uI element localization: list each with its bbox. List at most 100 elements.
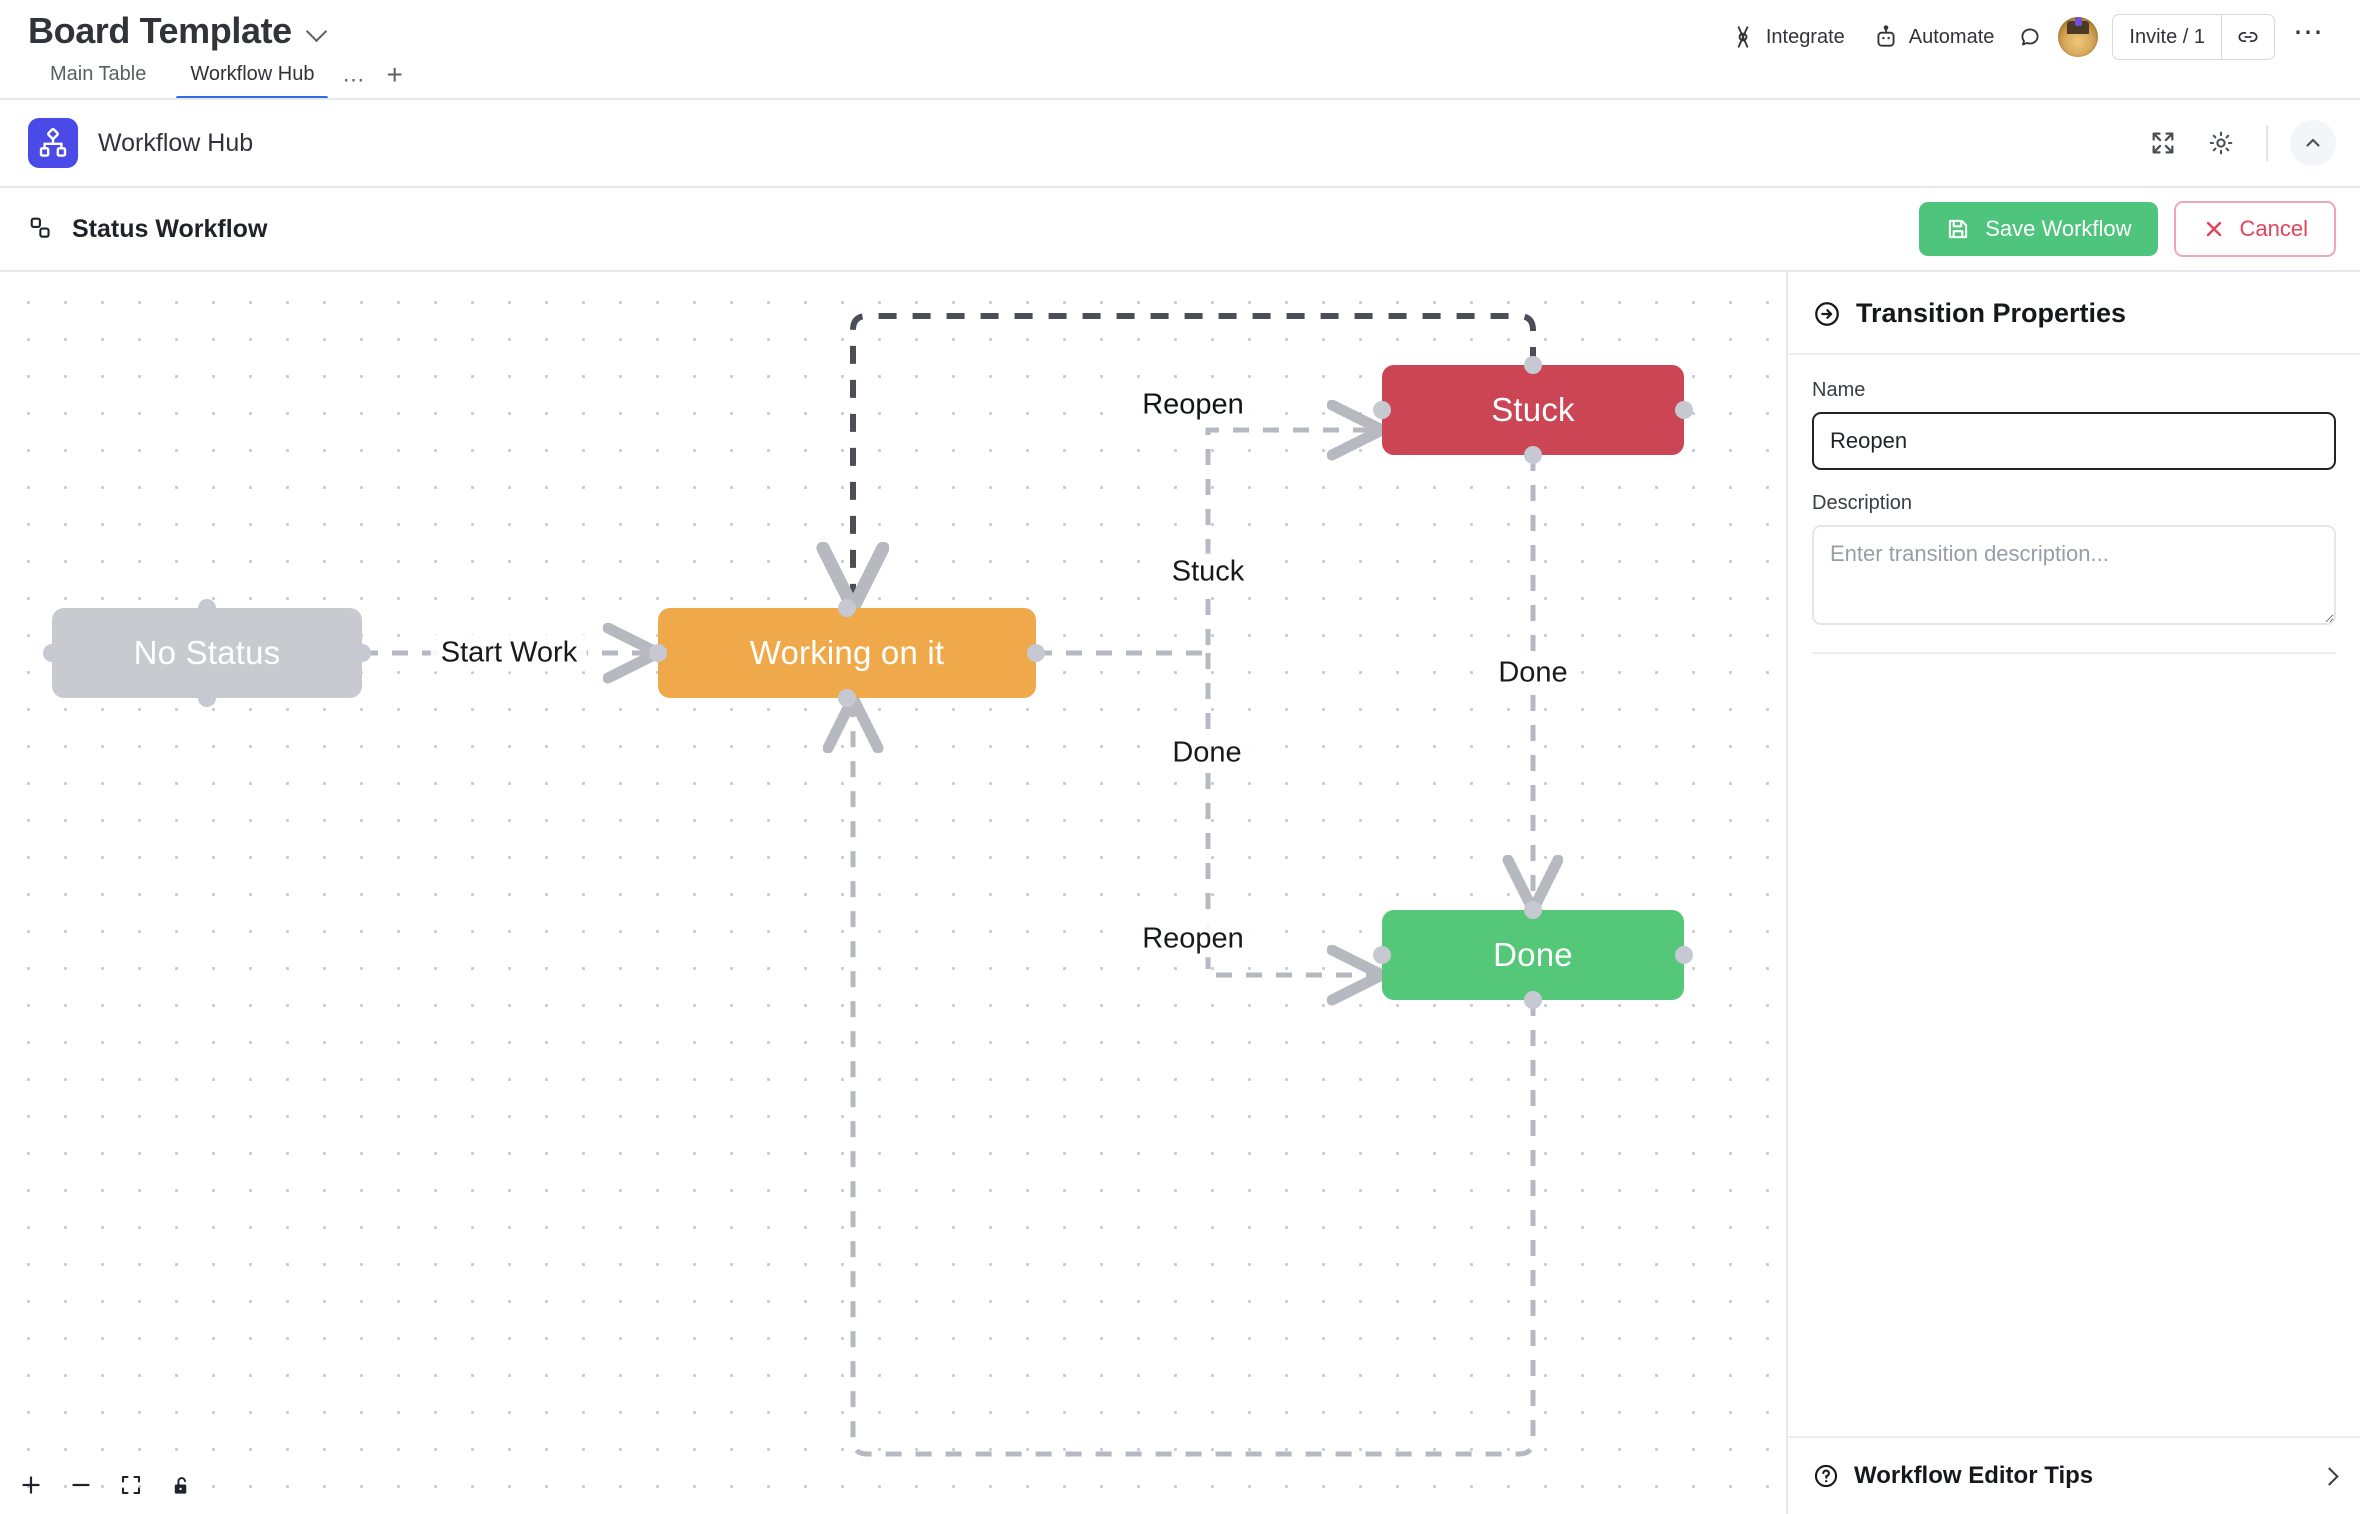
- workflow-hub-logo-icon: [28, 118, 78, 168]
- edge-label-start-work[interactable]: Start Work: [430, 634, 588, 672]
- edge-label-stuck[interactable]: Stuck: [1161, 553, 1255, 591]
- avatar[interactable]: [2058, 17, 2099, 57]
- edge-label-done[interactable]: Done: [1162, 734, 1252, 772]
- link-icon[interactable]: [2221, 15, 2274, 59]
- plus-icon: [22, 1476, 40, 1494]
- workflow-toolbar: Status Workflow Save Workflow Cancel: [0, 188, 2360, 272]
- node-label: No Status: [133, 634, 281, 671]
- handle-bottom[interactable]: [198, 689, 216, 707]
- fullscreen-expand-button[interactable]: [2140, 120, 2186, 166]
- zoom-out-button[interactable]: [60, 1464, 102, 1506]
- node-working-on-it[interactable]: Working on it: [649, 599, 1045, 707]
- app-bar: Workflow Hub: [0, 100, 2360, 188]
- edge-reopen-bottom[interactable]: [853, 698, 1536, 1457]
- node-stuck[interactable]: Stuck: [1373, 356, 1693, 464]
- panel-divider: [1812, 652, 2336, 654]
- workflow-toolbar-actions: Save Workflow Cancel: [1919, 201, 2336, 257]
- collapse-panel-button[interactable]: [2290, 120, 2336, 166]
- edge-stuck[interactable]: [1036, 430, 1382, 656]
- chevron-right-icon[interactable]: [2320, 1466, 2339, 1486]
- handle-top[interactable]: [1524, 901, 1542, 919]
- divider: [2266, 125, 2268, 161]
- description-field-group: Description: [1812, 492, 2336, 630]
- settings-button[interactable]: [2198, 120, 2244, 166]
- comment-bubble-icon: [2021, 28, 2039, 46]
- main-area: No Status Working on it Stuck Done: [0, 272, 2360, 1514]
- handle-bottom[interactable]: [838, 689, 856, 707]
- app-name: Workflow Hub: [98, 128, 254, 157]
- transition-description-input[interactable]: [1812, 525, 2336, 625]
- board-header: Board Template Integrate Automate: [0, 0, 2360, 100]
- close-x-icon: [2206, 221, 2221, 237]
- save-workflow-label: Save Workflow: [1985, 216, 2132, 241]
- fullscreen-expand-icon: [2152, 132, 2174, 154]
- handle-top[interactable]: [198, 599, 216, 617]
- gear-icon: [2209, 131, 2233, 155]
- comment-button[interactable]: [2008, 15, 2052, 59]
- save-workflow-button[interactable]: Save Workflow: [1919, 202, 2158, 256]
- panel-body: Name Description: [1788, 355, 2360, 1436]
- transition-name-input[interactable]: [1812, 412, 2336, 470]
- name-label: Name: [1812, 379, 1866, 401]
- node-no-status[interactable]: No Status: [43, 599, 371, 707]
- robot-icon: [1877, 25, 1895, 47]
- handle-right[interactable]: [1675, 946, 1693, 964]
- app-bar-actions: [2140, 120, 2336, 166]
- edge-reopen-top[interactable]: [853, 313, 1536, 608]
- automate-label: Automate: [1908, 25, 1995, 48]
- workflow-editor-tips-button[interactable]: Workflow Editor Tips: [1788, 1436, 2360, 1514]
- tab-main-table[interactable]: Main Table: [50, 63, 147, 85]
- handle-right[interactable]: [1675, 401, 1693, 419]
- workflow-title-group: Status Workflow: [28, 215, 267, 244]
- tips-label: Workflow Editor Tips: [1854, 1462, 2094, 1489]
- handle-bottom[interactable]: [1524, 991, 1542, 1009]
- integrate-button[interactable]: Integrate: [1716, 16, 1859, 58]
- arrow-right-circle-icon: [1815, 301, 1839, 326]
- add-tab-button[interactable]: +: [386, 59, 403, 90]
- panel-header: Transition Properties: [1788, 272, 2360, 355]
- unlock-padlock-icon: [174, 1476, 186, 1494]
- fit-view-icon: [121, 1475, 141, 1495]
- automate-button[interactable]: Automate: [1859, 16, 2009, 58]
- node-done[interactable]: Done: [1373, 901, 1693, 1009]
- chevron-down-icon[interactable]: [306, 20, 328, 42]
- edge-label-reopen-top[interactable]: Reopen: [1132, 386, 1254, 424]
- handle-right[interactable]: [353, 644, 371, 662]
- workflow-title: Status Workflow: [72, 214, 268, 243]
- handle-left[interactable]: [649, 644, 667, 662]
- transition-properties-panel: Transition Properties Name Description W…: [1788, 272, 2360, 1514]
- header-actions: Integrate Automate Invite / 1: [1716, 14, 2336, 60]
- tabs-divider: [0, 98, 2360, 100]
- handle-top[interactable]: [1524, 356, 1542, 374]
- handle-right[interactable]: [1027, 644, 1045, 662]
- description-label: Description: [1812, 492, 1913, 514]
- tab-workflow-hub[interactable]: Workflow Hub: [168, 53, 336, 100]
- edge-label-reopen-bottom[interactable]: Reopen: [1132, 920, 1254, 958]
- save-disk-icon: [1949, 219, 1968, 239]
- minus-icon: [72, 1483, 90, 1487]
- node-label: Done: [1493, 936, 1573, 973]
- handle-bottom[interactable]: [1524, 446, 1542, 464]
- page-title: Board Template: [28, 10, 292, 51]
- integrate-icon: [1737, 26, 1749, 48]
- workflow-canvas[interactable]: No Status Working on it Stuck Done: [0, 272, 1788, 1514]
- help-circle-icon: [1814, 1464, 1838, 1488]
- board-title-group[interactable]: Board Template: [28, 0, 328, 52]
- board-tabs: Main Table Workflow Hub ⋯ +: [28, 53, 419, 100]
- handle-left[interactable]: [1373, 946, 1391, 964]
- panel-title: Transition Properties: [1856, 298, 2127, 328]
- handle-left[interactable]: [1373, 401, 1391, 419]
- fit-view-button[interactable]: [110, 1464, 152, 1506]
- canvas-controls: [10, 1464, 202, 1506]
- handle-top[interactable]: [838, 599, 856, 617]
- workflow-edges: [362, 313, 1786, 1457]
- node-label: Working on it: [749, 634, 945, 671]
- handle-left[interactable]: [43, 644, 61, 662]
- cancel-button[interactable]: Cancel: [2173, 201, 2336, 257]
- edge-label-stuck-done[interactable]: Done: [1488, 654, 1578, 692]
- lock-canvas-button[interactable]: [160, 1464, 202, 1506]
- more-horizontal-icon[interactable]: ⋯: [2293, 16, 2324, 49]
- zoom-in-button[interactable]: [10, 1464, 52, 1506]
- invite-group[interactable]: Invite / 1: [2112, 14, 2275, 60]
- tab-menu-icon[interactable]: ⋯: [342, 67, 365, 92]
